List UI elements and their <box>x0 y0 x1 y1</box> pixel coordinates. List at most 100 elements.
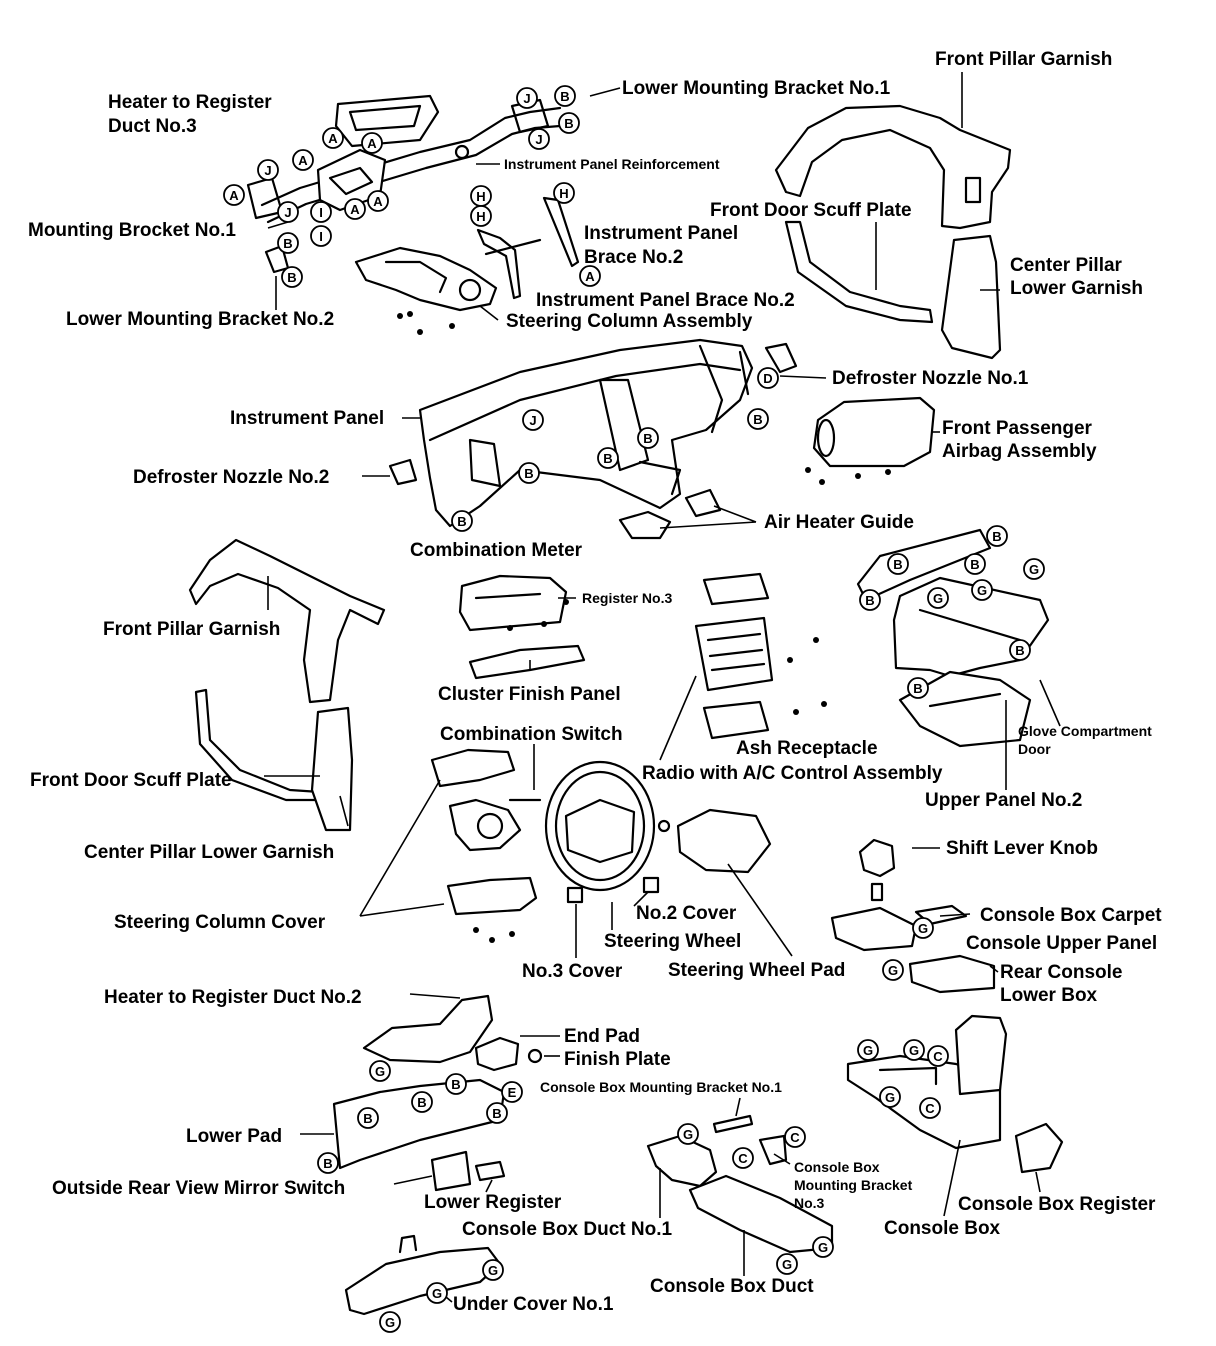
marker-circle <box>927 587 949 609</box>
marker-letter: G <box>818 1240 828 1255</box>
label-console-bracket-3: Console Box <box>794 1159 880 1175</box>
marker-g: G <box>857 1039 879 1061</box>
label-upper-panel-2: Upper Panel No.2 <box>925 790 1082 811</box>
label-lower-register: Lower Register <box>424 1192 562 1213</box>
marker-circle <box>971 579 993 601</box>
marker-letter: B <box>753 412 762 427</box>
marker-a: A <box>292 149 314 171</box>
marker-i: I <box>310 201 332 223</box>
marker-circle <box>322 127 344 149</box>
label-no2-cover: No.2 Cover <box>636 903 737 924</box>
marker-circle <box>361 132 383 154</box>
marker-b: B <box>1009 639 1031 661</box>
marker-letter: H <box>476 209 485 224</box>
defroster-nozzle-1-part <box>764 342 798 374</box>
marker-circle <box>887 553 909 575</box>
defroster-nozzle-2-part <box>388 458 418 486</box>
marker-circle <box>426 1282 448 1304</box>
label-combination-meter: Combination Meter <box>410 540 583 561</box>
marker-b: B <box>747 408 769 430</box>
label-glove-door-line2: Door <box>1018 741 1051 757</box>
marker-circle <box>882 959 904 981</box>
label-steering-wheel: Steering Wheel <box>604 931 741 952</box>
marker-c: C <box>784 1126 806 1148</box>
marker-letter: G <box>885 1090 895 1105</box>
marker-circle <box>1023 558 1045 580</box>
ip-reinforcement-part <box>246 98 562 224</box>
marker-circle <box>776 1253 798 1275</box>
label-heater-duct-3: Heater to Register <box>108 92 272 113</box>
ash-receptacle-part <box>702 700 827 740</box>
marker-c: C <box>732 1147 754 1169</box>
passenger-airbag-part <box>805 396 936 485</box>
marker-a: A <box>579 265 601 287</box>
marker-letter: B <box>524 466 533 481</box>
marker-b: B <box>907 677 929 699</box>
marker-b: B <box>986 525 1008 547</box>
marker-circle <box>445 1073 467 1095</box>
heater-duct-3-part <box>334 94 440 148</box>
label-ip-brace-2-line2: Brace No.2 <box>584 247 683 268</box>
marker-circle <box>732 1147 754 1169</box>
marker-circle <box>317 1152 339 1174</box>
marker-letter: B <box>492 1106 501 1121</box>
marker-letter: I <box>319 229 323 244</box>
marker-b: B <box>554 85 576 107</box>
marker-letter: B <box>893 557 902 572</box>
label-steering-wheel-pad: Steering Wheel Pad <box>668 960 845 981</box>
label-console-box: Console Box <box>884 1218 1001 1239</box>
marker-letter: B <box>363 1111 372 1126</box>
console-register-part <box>1014 1122 1064 1174</box>
label-center-pillar-left: Center Pillar Lower Garnish <box>84 842 334 863</box>
marker-letter: A <box>585 269 595 284</box>
label-front-pillar-garnish-left: Front Pillar Garnish <box>103 619 280 640</box>
marker-circle <box>482 1259 504 1281</box>
console-duct-1-part <box>646 1134 718 1188</box>
label-cluster-finish-panel: Cluster Finish Panel <box>438 684 621 705</box>
label-mounting-bracket-1: Mounting Brocket No.1 <box>28 220 236 241</box>
end-pad-part <box>474 1036 520 1072</box>
marker-letter: G <box>683 1127 693 1142</box>
marker-letter: J <box>264 163 271 178</box>
marker-g: G <box>379 1311 401 1333</box>
marker-letter: A <box>328 131 338 146</box>
marker-letter: B <box>283 236 292 251</box>
marker-g: G <box>812 1236 834 1258</box>
label-ip-brace-2: Instrument Panel <box>584 223 738 244</box>
marker-circle <box>558 112 580 134</box>
label-radio-ac: Radio with A/C Control Assembly <box>642 763 943 784</box>
marker-circle <box>367 190 389 212</box>
marker-circle <box>747 408 769 430</box>
label-no3-cover: No.3 Cover <box>522 961 623 982</box>
marker-a: A <box>367 190 389 212</box>
marker-letter: B <box>287 270 296 285</box>
label-ip-brace-2b: Instrument Panel Brace No.2 <box>536 290 795 311</box>
marker-letter: G <box>933 591 943 606</box>
marker-letter: B <box>865 593 874 608</box>
front-door-scuff-top-part <box>784 220 934 324</box>
label-ash-receptacle: Ash Receptacle <box>736 738 878 759</box>
marker-letter: G <box>488 1263 498 1278</box>
label-steering-column-cover: Steering Column Cover <box>114 912 326 933</box>
marker-b: B <box>859 589 881 611</box>
center-pillar-top-part <box>940 234 1002 360</box>
marker-letter: C <box>790 1130 800 1145</box>
console-bracket-3-part <box>758 1134 788 1166</box>
label-air-heater-guide: Air Heater Guide <box>764 512 914 533</box>
marker-j: J <box>257 159 279 181</box>
marker-letter: B <box>564 116 573 131</box>
label-console-register: Console Box Register <box>958 1194 1156 1215</box>
marker-h: H <box>553 182 575 204</box>
air-heater-guide-part <box>618 510 672 540</box>
marker-i: I <box>310 225 332 247</box>
marker-circle <box>677 1123 699 1145</box>
marker-circle <box>857 1039 879 1061</box>
marker-b: B <box>281 266 303 288</box>
label-combination-switch: Combination Switch <box>440 724 623 745</box>
marker-g: G <box>912 917 934 939</box>
marker-b: B <box>277 232 299 254</box>
marker-letter: B <box>417 1095 426 1110</box>
radio-ac-part <box>694 616 819 692</box>
marker-circle <box>597 447 619 469</box>
